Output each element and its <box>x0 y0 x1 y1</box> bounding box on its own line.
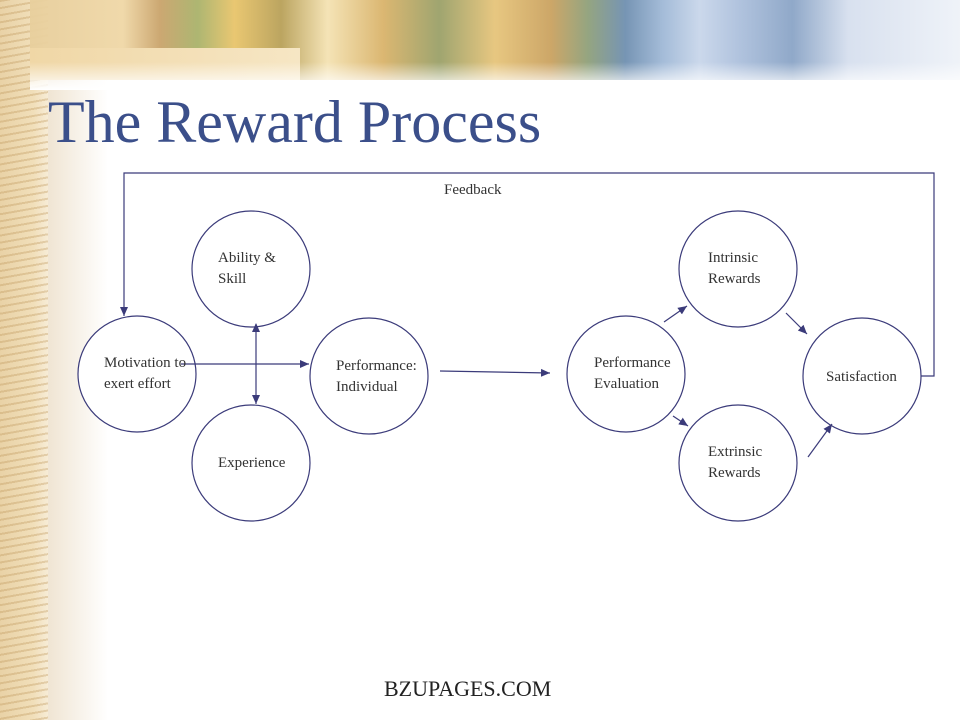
footer-watermark: BZUPAGES.COM <box>384 676 552 701</box>
feedback-loop-line <box>120 172 935 377</box>
node-performance-individual <box>309 317 429 435</box>
node-ability-skill <box>191 210 311 328</box>
edge-evaluation-to-intrinsic <box>663 305 688 323</box>
node-experience <box>191 404 311 522</box>
label-extrinsic-rewards: Extrinsic Rewards <box>708 444 763 481</box>
label-intrinsic-rewards: Intrinsic Rewards <box>708 250 761 287</box>
label-performance-evaluation: Performance Evaluation <box>594 355 671 392</box>
feedback-label: Feedback <box>444 182 502 198</box>
label-performance-individual: Performance: Individual <box>336 358 417 395</box>
label-experience: Experience <box>218 455 286 471</box>
edge-intrinsic-to-satisfaction <box>785 312 808 335</box>
edge-evaluation-to-extrinsic <box>672 415 689 427</box>
node-extrinsic-rewards <box>678 404 798 522</box>
left-decorative-strip <box>0 0 48 720</box>
label-ability-skill: Ability & Skill <box>218 250 276 287</box>
label-satisfaction: Satisfaction <box>826 369 897 385</box>
node-motivation <box>77 315 197 433</box>
node-performance-evaluation <box>566 315 686 433</box>
label-motivation: Motivation to exert effort <box>104 355 187 392</box>
edge-performance-to-evaluation <box>439 368 551 377</box>
node-intrinsic-rewards <box>678 210 798 328</box>
node-satisfaction <box>802 317 922 435</box>
edge-extrinsic-to-satisfaction <box>807 423 833 458</box>
top-band-fade <box>30 62 960 90</box>
page-title: The Reward Process <box>48 89 542 155</box>
